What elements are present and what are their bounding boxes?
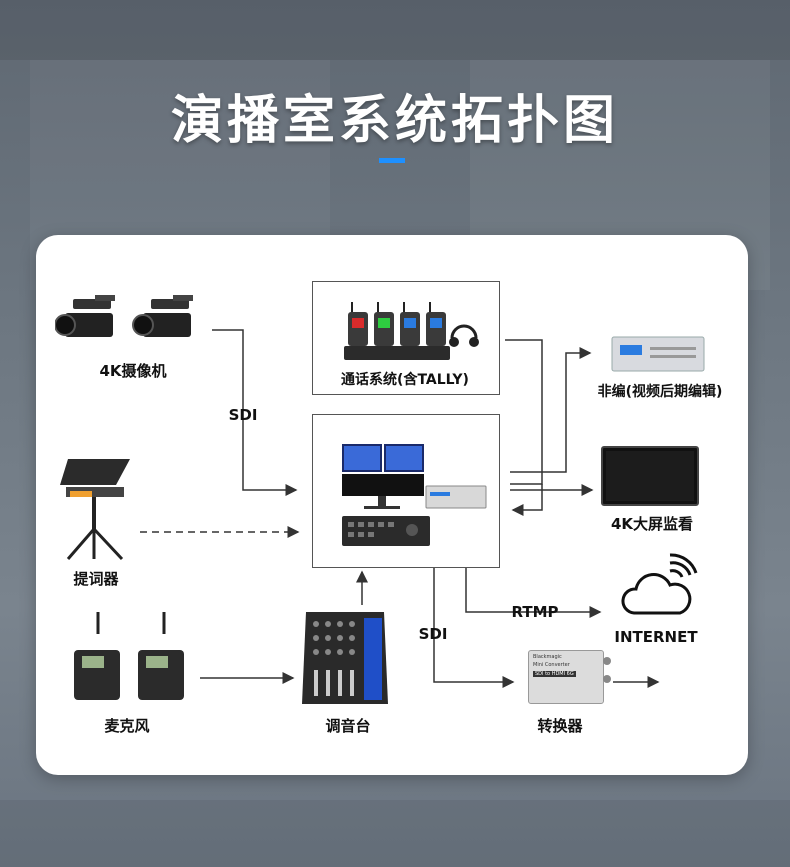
camcorder-icon <box>55 295 193 337</box>
nle-label: 非编(视频后期编辑) <box>597 384 723 400</box>
rtmp-label: RTMP <box>511 603 559 621</box>
sdi-left-label: SDI <box>228 406 258 424</box>
converter-bnc <box>603 675 611 683</box>
title-underline <box>379 158 405 163</box>
sdi-bottom-label: SDI <box>418 625 448 643</box>
intercom-icon <box>344 302 479 360</box>
teleprompter-icon <box>60 459 130 561</box>
page-title: 演播室系统拓扑图 <box>170 91 619 151</box>
converter-icon: Blackmagic Mini Converter SDI to HDMI 6G <box>528 650 611 704</box>
cloud-wifi-icon <box>621 553 698 615</box>
mixer-label: 调音台 <box>325 717 371 735</box>
monitor-label: 4K大屏监看 <box>610 515 694 533</box>
wireless-mic-icon <box>74 612 184 700</box>
converter-bnc <box>603 657 611 665</box>
monitor-icon <box>601 446 699 506</box>
internet-label: INTERNET <box>614 628 698 646</box>
camera-label: 4K摄像机 <box>99 362 167 380</box>
converter-brand: Blackmagic <box>533 654 562 660</box>
audio-mixer-icon <box>302 612 388 704</box>
server-rack-icon <box>611 336 705 372</box>
converter-name: Mini Converter <box>533 662 570 668</box>
prompter-label: 提词器 <box>73 570 119 588</box>
converter-label: 转换器 <box>537 717 583 735</box>
converter-model: SDI to HDMI 6G <box>533 671 576 677</box>
intercom-label: 通话系统(含TALLY) <box>341 372 469 388</box>
switcher-console-icon <box>342 444 487 546</box>
mic-label: 麦克风 <box>104 717 150 735</box>
